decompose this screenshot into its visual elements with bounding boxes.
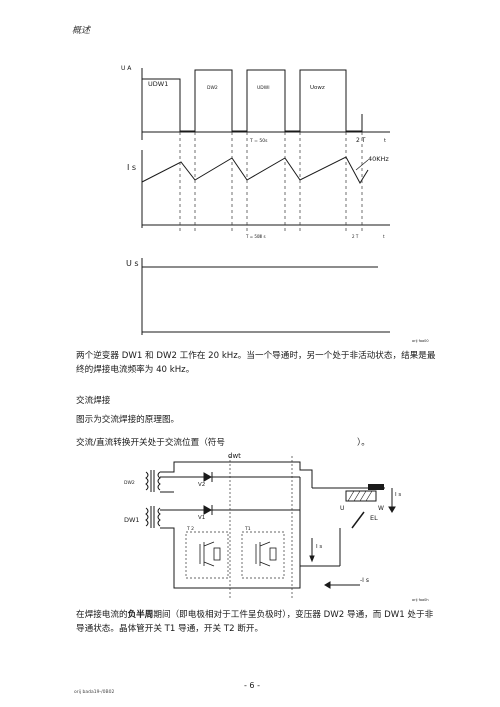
- two-t-top-label: 2 T: [356, 137, 366, 144]
- period-label-top: T = 50s: [249, 138, 268, 144]
- section-heading-ac-welding: 交流焊接: [76, 396, 111, 406]
- t-top-label: t: [384, 138, 386, 144]
- w-label: W: [378, 505, 384, 512]
- current-arrow-bottom: [324, 581, 331, 589]
- workpiece-block: [345, 490, 377, 502]
- page-header-title: 概述: [72, 26, 91, 36]
- paragraph-switch-position-end: ）。: [357, 438, 370, 448]
- transistor-t2-enclosure: [185, 531, 229, 579]
- dw2-label: DW2: [124, 480, 135, 486]
- period-label-mid: T = 50Ⅲ s: [245, 234, 266, 239]
- u-label: U: [340, 505, 344, 512]
- electrode-holder: [368, 484, 384, 490]
- diode-v2: [203, 472, 213, 482]
- paragraph-ac-schematic: 图示为交流焊接的原理图。: [76, 415, 180, 425]
- paragraph-switch-position: 交流/直流转换开关处于交流位置（符号: [76, 438, 225, 448]
- is-label: I s: [127, 163, 136, 172]
- dw1-label: DW1: [124, 516, 140, 524]
- transistor-t1-enclosure: [241, 531, 285, 579]
- diode-v1: [203, 505, 213, 515]
- t2-label: T 2: [186, 526, 194, 532]
- paragraph-negative-half-cycle: 在焊接电流的负半周期间（即电极相对于工件呈负极时），变压器 DW2 导通，而 D…: [76, 608, 436, 636]
- ua-label: U A: [121, 65, 132, 72]
- el-label: EL: [370, 514, 378, 522]
- v1-label: V1: [198, 515, 205, 521]
- current-arrow-right: [388, 506, 396, 513]
- transistor-t1: [255, 541, 277, 567]
- udw1-label: UDW1: [148, 80, 168, 88]
- figure2-id: orij faa0h: [412, 598, 429, 602]
- ua-square-wave: [142, 69, 363, 132]
- transformer-dw1: [145, 506, 161, 528]
- is-bottom-label: -I s: [360, 577, 369, 584]
- electrode-el: [351, 511, 365, 529]
- freq-label: 40KHz: [368, 155, 389, 163]
- circuit-schematic: dwt DW2 DW1 V2 V1 T 2 T1 W I s U EL I s …: [124, 452, 429, 602]
- two-t-mid-label: 2 T: [352, 234, 359, 239]
- waveform-figure: U A UDW1 DW2 UDWI Uowz T = 50s 2 T t I s…: [121, 65, 429, 343]
- t-mid-label: t: [383, 234, 385, 239]
- footer-doc-id: orij bada19-/0B02: [74, 690, 115, 695]
- figure1-id: orij faa00: [412, 339, 429, 343]
- is-mid-label: I s: [316, 544, 322, 550]
- dwt-label: dwt: [228, 452, 241, 460]
- udw1-b-label: UDWI: [257, 85, 270, 91]
- is-sawtooth-wave: [141, 156, 369, 185]
- v2-label: V2: [198, 482, 205, 488]
- udw2-label: Uowz: [310, 85, 325, 91]
- p4-before: 在焊接电流的: [76, 610, 128, 620]
- is-right-label: I s: [395, 492, 401, 498]
- dw2-wave-label: DW2: [207, 85, 218, 91]
- transformer-dw2: [145, 470, 161, 492]
- t1-label: T1: [244, 526, 251, 532]
- p4-after: 期间（即电极相对于工件呈负极时），变压器 DW2 导通，而 DW1 处于非导通状…: [76, 610, 434, 634]
- transistor-t2: [199, 541, 221, 567]
- us-label: U s: [126, 259, 139, 268]
- p4-bold-negative-half: 负半周: [127, 610, 154, 620]
- paragraph-inverter-frequency: 两个逆变器 DW1 和 DW2 工作在 20 kHz。当一个导通时，另一个处于非…: [76, 351, 436, 375]
- page-number: - 6 -: [244, 681, 260, 690]
